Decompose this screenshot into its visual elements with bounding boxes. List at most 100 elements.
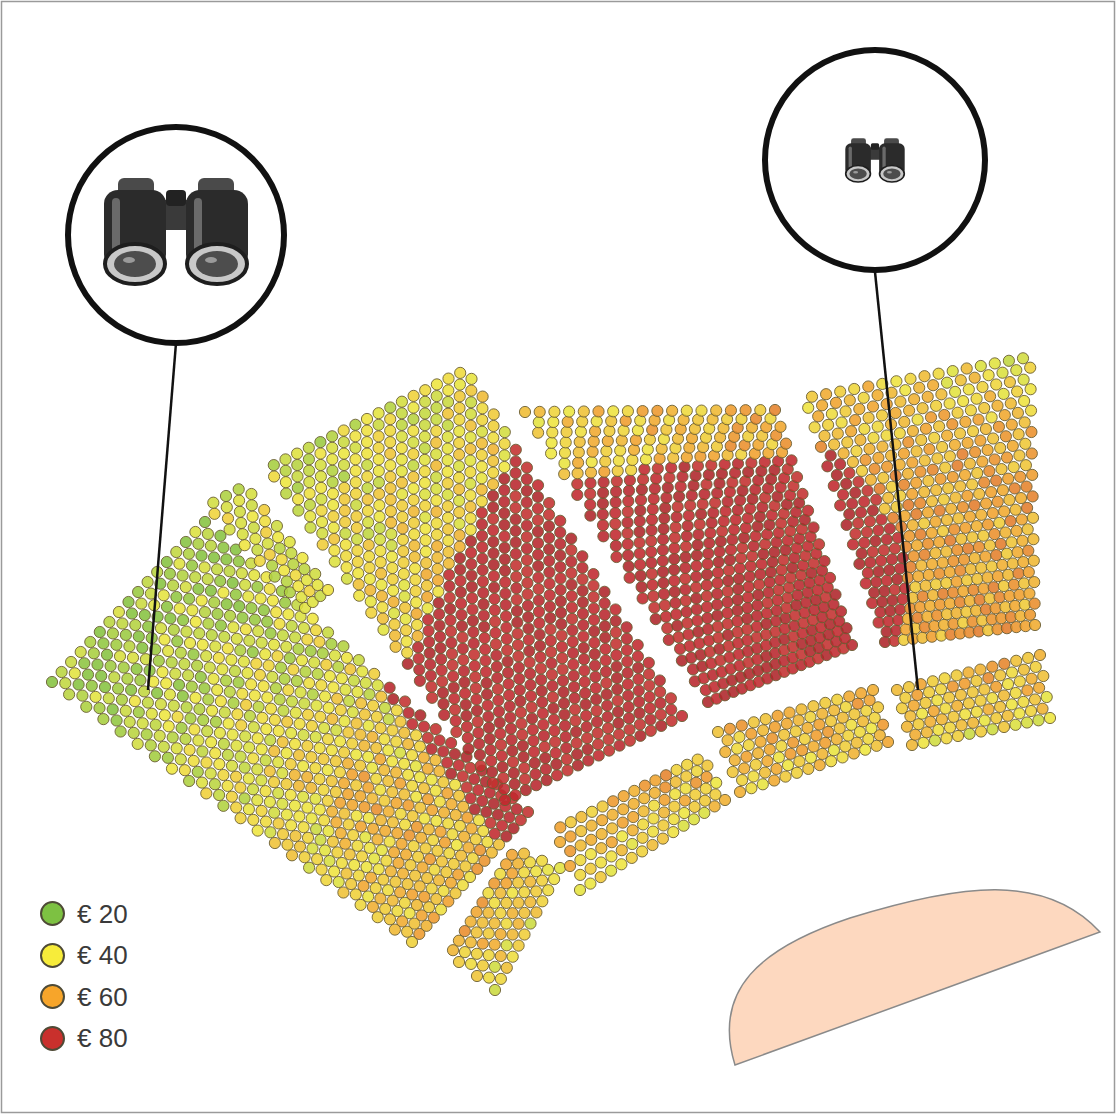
- seat: [680, 595, 691, 606]
- seat: [435, 642, 446, 653]
- seat: [184, 593, 195, 604]
- seat: [490, 627, 501, 638]
- seat: [258, 681, 269, 692]
- seat: [117, 618, 128, 629]
- seat: [195, 671, 206, 682]
- seat: [126, 684, 137, 695]
- seat: [610, 615, 621, 626]
- seat: [385, 460, 396, 471]
- seat: [306, 782, 317, 793]
- seat: [499, 485, 510, 496]
- seat: [163, 645, 174, 656]
- seat: [422, 591, 433, 602]
- seat: [499, 565, 510, 576]
- seat: [375, 815, 386, 826]
- seat: [395, 747, 406, 758]
- seat: [645, 714, 656, 725]
- seat: [516, 718, 527, 729]
- seat: [383, 714, 394, 725]
- seat: [326, 745, 337, 756]
- seat: [314, 773, 325, 784]
- seat: [327, 465, 338, 476]
- seat: [327, 806, 338, 817]
- seat: [279, 673, 290, 684]
- seat: [321, 659, 332, 670]
- seat: [578, 642, 589, 653]
- seat: [445, 615, 456, 626]
- seat: [555, 573, 566, 584]
- seat: [94, 703, 105, 714]
- seat: [389, 630, 400, 641]
- seat: [621, 645, 632, 656]
- seat: [580, 688, 591, 699]
- seat: [269, 837, 280, 848]
- seat: [277, 829, 288, 840]
- seat: [256, 637, 267, 648]
- seat: [218, 800, 229, 811]
- seat: [327, 488, 338, 499]
- seat: [449, 749, 460, 760]
- seat: [184, 744, 195, 755]
- seat: [327, 713, 338, 724]
- seat: [637, 593, 648, 604]
- seat: [501, 622, 512, 633]
- seat: [652, 463, 663, 474]
- seat: [442, 489, 453, 500]
- seat: [252, 581, 263, 592]
- seat: [419, 408, 430, 419]
- seat: [280, 597, 291, 608]
- seat: [603, 734, 614, 745]
- seat: [328, 499, 339, 510]
- seat: [387, 787, 398, 798]
- seat: [681, 405, 692, 416]
- seat: [748, 541, 759, 552]
- seat: [481, 678, 492, 689]
- seat: [446, 648, 457, 659]
- seat: [691, 550, 702, 561]
- seat: [193, 735, 204, 746]
- seat: [379, 702, 390, 713]
- seat: [374, 523, 385, 534]
- seat: [699, 489, 710, 500]
- seat: [458, 666, 469, 677]
- seat: [669, 564, 680, 575]
- seat: [499, 461, 510, 472]
- seat: [713, 556, 724, 567]
- seat: [248, 722, 259, 733]
- seat: [691, 593, 702, 604]
- seat: [624, 724, 635, 735]
- seat: [215, 575, 226, 586]
- seat: [476, 473, 487, 484]
- seat: [662, 482, 673, 493]
- seat: [659, 600, 670, 611]
- seat: [190, 616, 201, 627]
- seat: [385, 483, 396, 494]
- seat: [666, 715, 677, 726]
- seat: [532, 538, 543, 549]
- seat: [302, 740, 313, 751]
- seat: [534, 406, 545, 417]
- seat: [499, 496, 510, 507]
- seat: [545, 624, 556, 635]
- seat: [307, 613, 318, 624]
- seat: [623, 690, 634, 701]
- seat: [408, 483, 419, 494]
- seat: [544, 498, 555, 509]
- seat: [178, 615, 189, 626]
- seat: [577, 562, 588, 573]
- seat: [634, 719, 645, 730]
- seat: [561, 426, 572, 437]
- seat: [517, 740, 528, 751]
- seat: [616, 435, 627, 446]
- seat: [675, 481, 686, 492]
- seat: [692, 539, 703, 550]
- seat: [145, 740, 156, 751]
- seat: [752, 600, 763, 611]
- seat: [226, 760, 237, 771]
- seat: [352, 556, 363, 567]
- seat: [480, 655, 491, 666]
- seat: [760, 539, 771, 550]
- seat: [622, 539, 633, 550]
- seat: [555, 584, 566, 595]
- seat: [610, 507, 621, 518]
